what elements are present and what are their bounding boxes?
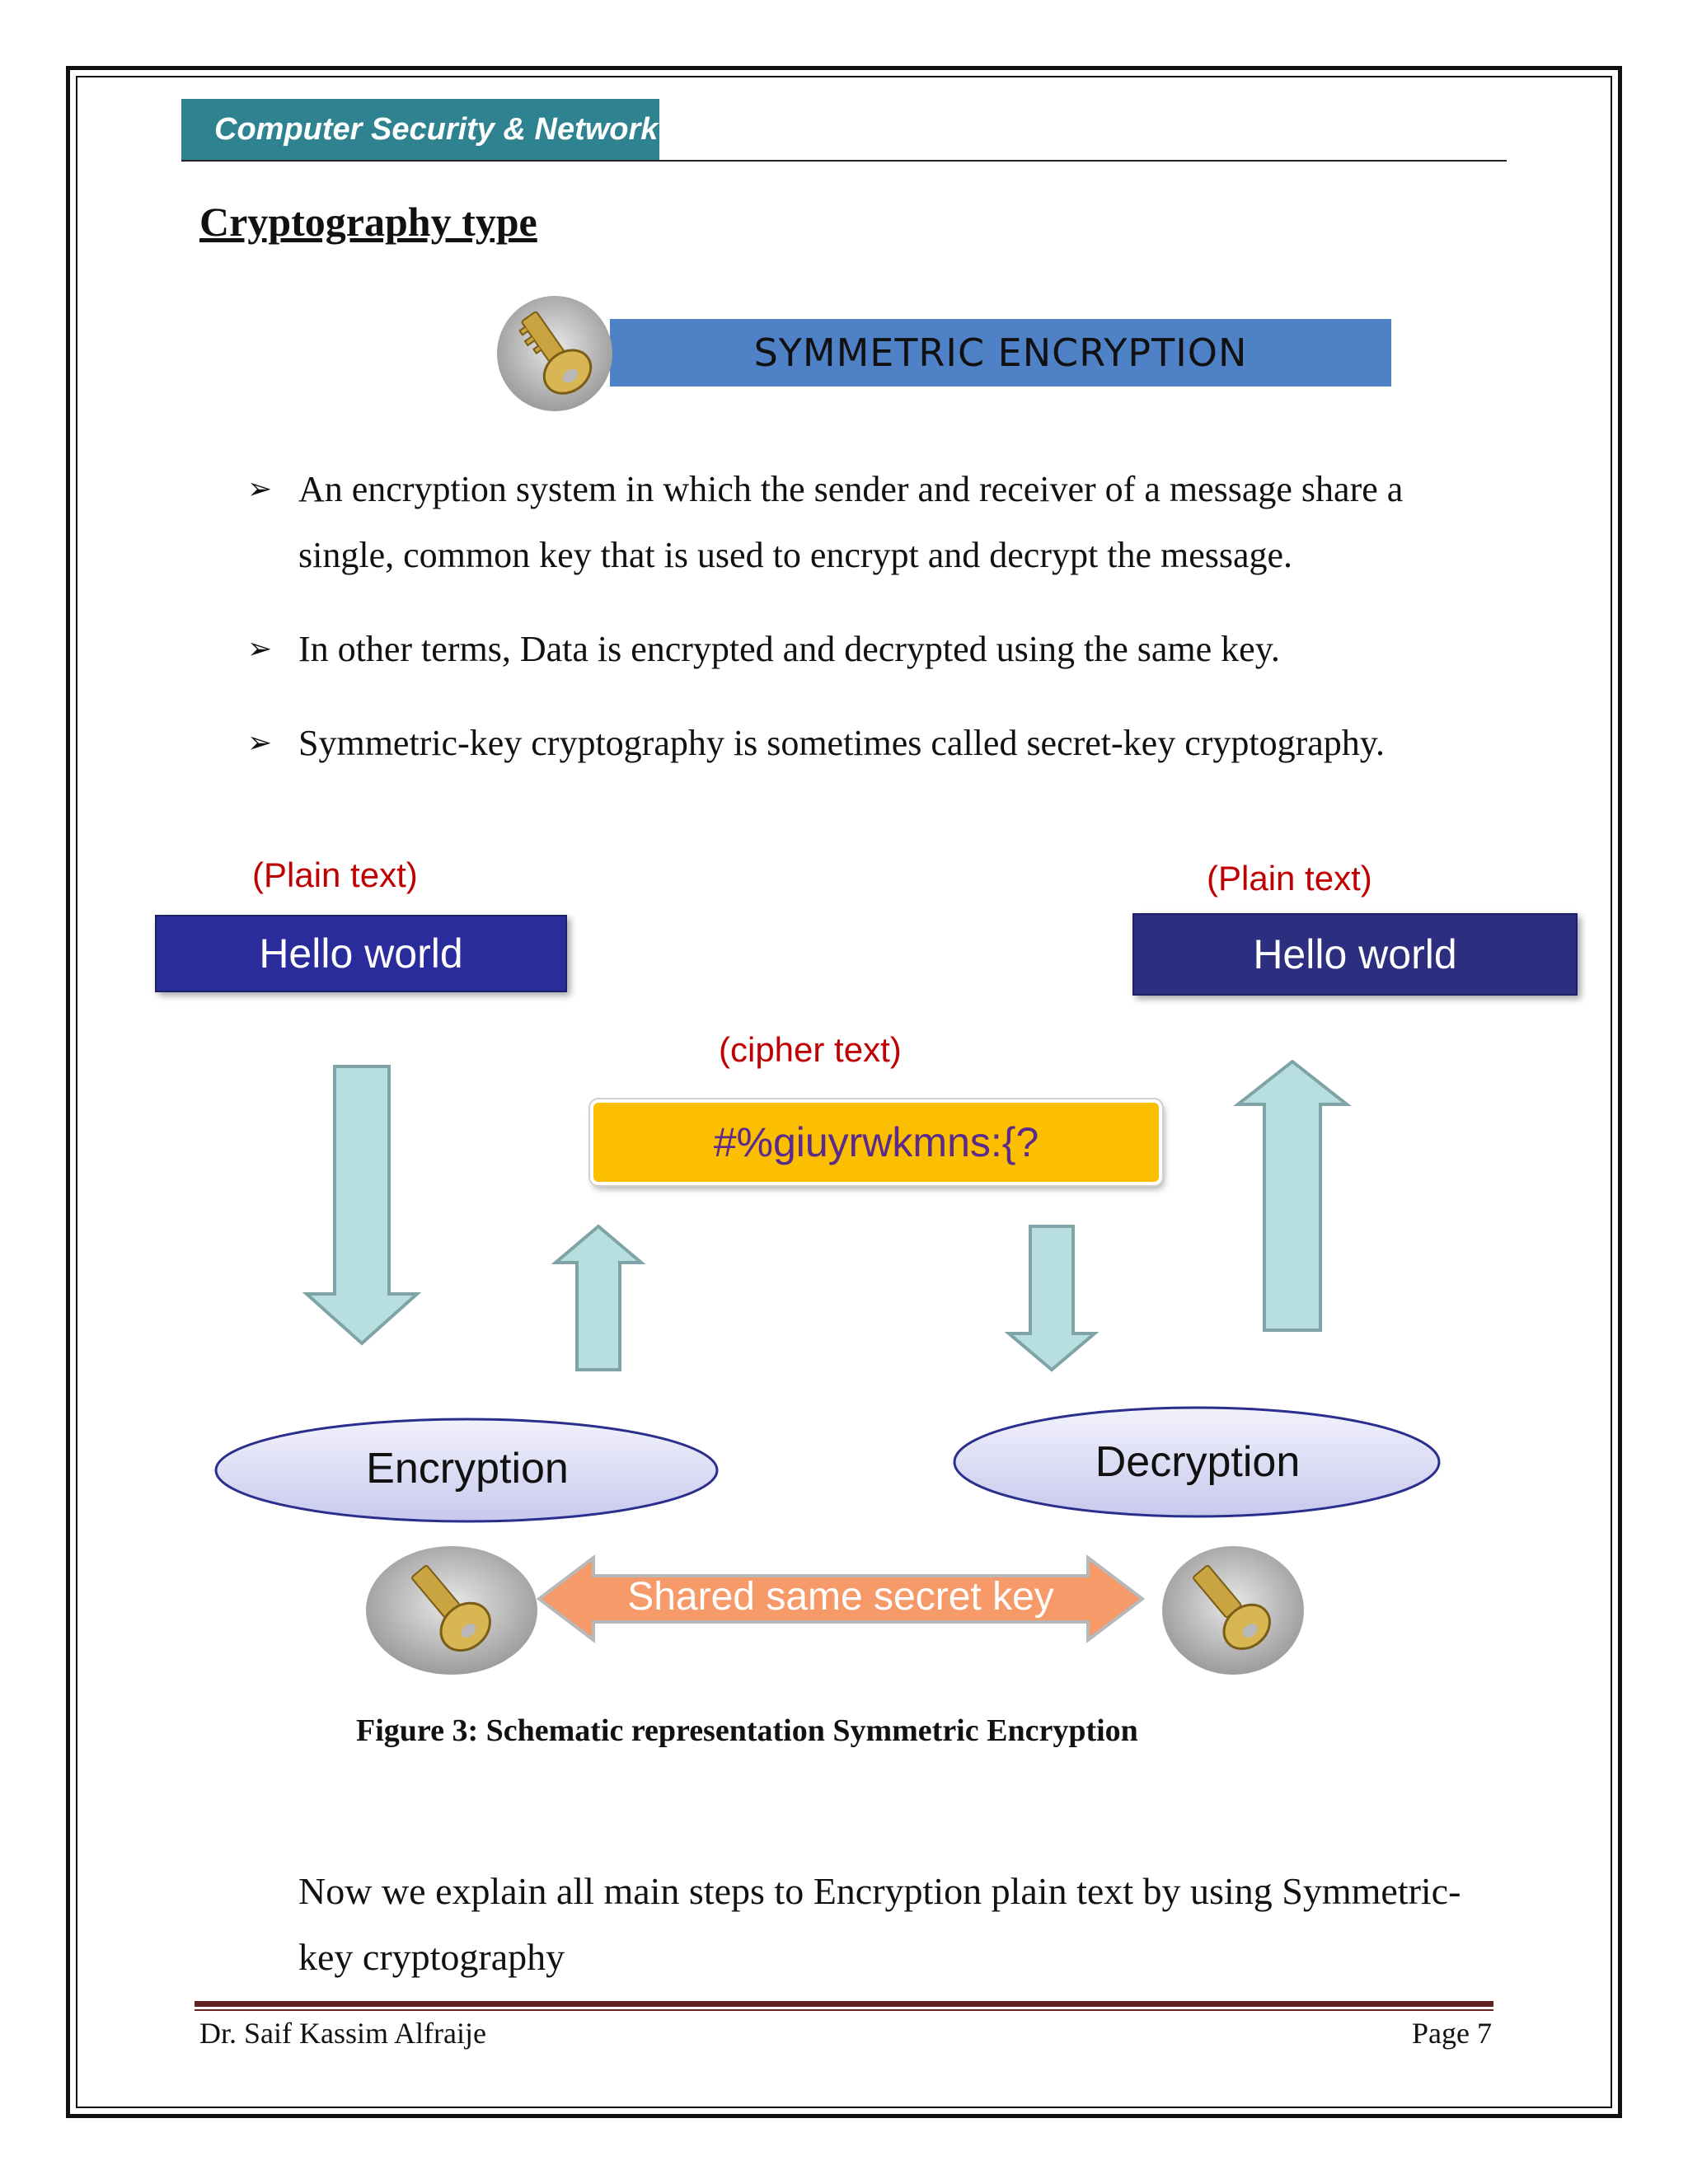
bullet-text-1-line-2: single, common key that is used to encry…: [298, 535, 1293, 575]
plain-text-label-right: (Plain text): [1207, 859, 1372, 898]
section-title: Cryptography type: [199, 199, 537, 245]
bullet-item-3: ➢ Symmetric-key cryptography is sometime…: [247, 710, 1566, 776]
plain-text-box-left: Hello world: [155, 915, 567, 992]
bullet-text-1-line-1: An encryption system in which the sender…: [298, 469, 1404, 509]
decryption-label: Decryption: [1095, 1438, 1301, 1486]
footer-page-number: Page 7: [1412, 2017, 1492, 2050]
bullet-text-2: In other terms, Data is encrypted and de…: [298, 629, 1280, 669]
plain-text-box-right: Hello world: [1132, 913, 1578, 996]
key-icon-left: [366, 1546, 537, 1675]
footer-rule-thin: [195, 2009, 1493, 2011]
page-border-inner: [76, 76, 1612, 2108]
symmetric-encryption-banner: SYMMETRIC ENCRYPTION: [610, 319, 1391, 387]
footer-author: Dr. Saif Kassim Alfraije: [199, 2017, 486, 2050]
encryption-ellipse: [214, 1418, 719, 1523]
footer-rule-thick: [195, 2001, 1493, 2007]
bullet-arrow-icon: ➢: [247, 632, 273, 666]
shared-key-double-arrow: [536, 1554, 1146, 1644]
cipher-text-label: (cipher text): [719, 1030, 902, 1069]
bullet-arrow-icon: ➢: [247, 472, 273, 506]
closing-paragraph-line-2: key cryptography: [298, 1936, 565, 1978]
cipher-text-box: #%giuyrwkmns:{?: [590, 1099, 1162, 1185]
header-tab: Computer Security & Network: [181, 99, 659, 160]
plain-text-label-left: (Plain text): [252, 855, 418, 894]
arrow-down-left: [302, 1065, 422, 1346]
shared-secret-key-label: Shared same secret key: [627, 1575, 1054, 1619]
closing-paragraph: Now we explain all main steps to Encrypt…: [298, 1858, 1518, 1990]
bullet-arrow-icon: ➢: [247, 726, 273, 760]
arrow-up-right: [1233, 1059, 1352, 1332]
arrow-up-to-cipher: [551, 1224, 646, 1371]
key-icon-right: [1162, 1546, 1304, 1675]
closing-paragraph-line-1: Now we explain all main steps to Encrypt…: [298, 1870, 1461, 1912]
key-icon: [497, 296, 612, 411]
bullet-item-1: ➢ An encryption system in which the send…: [247, 457, 1566, 588]
arrow-down-from-cipher: [1004, 1225, 1100, 1372]
header-rule: [181, 160, 1507, 162]
page-border-outer: [66, 66, 1622, 2118]
encryption-label: Encryption: [366, 1445, 569, 1493]
figure-caption: Figure 3: Schematic representation Symme…: [356, 1713, 1138, 1748]
bullet-item-2: ➢ In other terms, Data is encrypted and …: [247, 616, 1566, 682]
decryption-ellipse: [953, 1406, 1441, 1518]
bullet-text-3: Symmetric-key cryptography is sometimes …: [298, 723, 1385, 763]
